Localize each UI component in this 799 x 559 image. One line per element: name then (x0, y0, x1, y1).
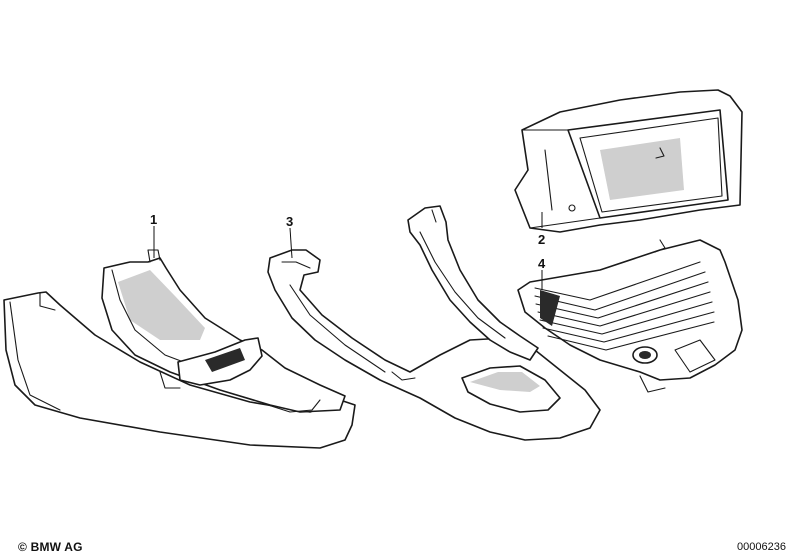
part-1-console-base (3, 249, 356, 449)
callout-1: 1 (150, 212, 157, 227)
callout-3: 3 (286, 214, 293, 229)
callout-2: 2 (538, 232, 545, 247)
copyright-label: © BMW AG (18, 540, 83, 554)
part-3-rail (407, 205, 539, 361)
callout-4: 4 (538, 256, 546, 271)
part-4-vent-grille (517, 239, 743, 393)
part-2-storage-housing (514, 89, 743, 233)
leader-lines (153, 212, 543, 290)
louvre-slats (534, 261, 715, 351)
diagram-number: 00006236 (737, 541, 786, 553)
part-3-trim-panel (267, 249, 601, 441)
